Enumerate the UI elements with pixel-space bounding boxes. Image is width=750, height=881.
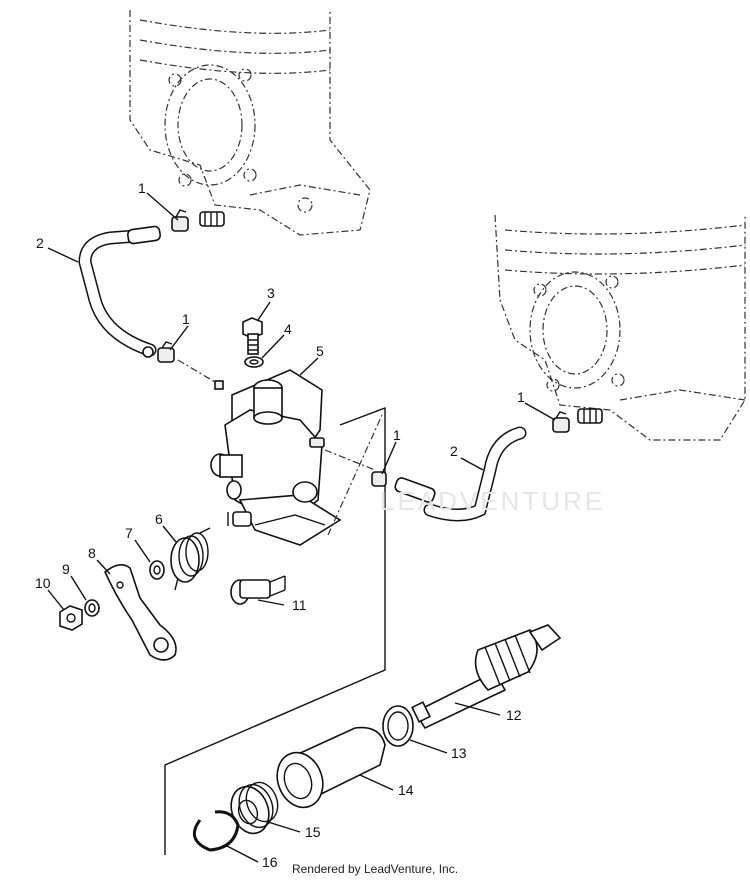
assembly-bracket [164,406,386,855]
washer-top-hole [249,359,259,365]
engine-cylinder-left [129,10,371,236]
drive-gear-shaft [411,624,562,730]
hose-fitting-top-left [199,211,225,227]
label-part-1: 1 [517,389,525,405]
hose-clamp-mid-left [157,341,175,363]
label-part-1: 1 [138,180,146,196]
hose-clamp-right-mid [371,471,387,487]
return-spring [170,527,211,591]
hose-end [142,346,154,358]
hose-right [394,426,527,522]
watermark: LEADVENTURE [380,486,605,516]
label-part-14: 14 [398,782,414,798]
hose-clamp-right-top [552,411,570,433]
pump-lever [104,564,177,661]
label-part-10: 10 [35,575,51,591]
hex-nut [59,605,83,631]
label-part-13: 13 [451,745,467,761]
label-part-2: 2 [36,235,44,251]
oil-pump-body [210,369,342,546]
label-part-8: 8 [88,545,96,561]
lock-washer [84,599,100,617]
label-part-1: 1 [182,311,190,327]
engine-cylinder-right [494,214,746,441]
footer-credit: Rendered by LeadVenture, Inc. [291,862,459,876]
leader-lines [47,192,556,863]
assembly-line-diagonal [327,414,383,536]
label-part-4: 4 [284,321,292,337]
label-part-15: 15 [305,824,321,840]
label-part-3: 3 [267,285,275,301]
label-part-1: 1 [393,427,401,443]
label-part-16: 16 [262,854,278,870]
snap-ring [192,810,240,852]
pump-nipple [214,380,224,390]
label-part-12: 12 [506,707,522,723]
washer-lever-hole [153,565,161,575]
label-part-7: 7 [125,525,133,541]
oil-seal [230,781,279,835]
callout-labels: 1 2 1 3 4 5 1 2 1 6 7 8 9 10 11 12 13 14… [35,180,525,870]
hose-clamp-top-left [171,209,189,232]
assembly-line-right [324,449,376,471]
assembly-line [177,359,221,386]
hose-fitting-right [577,408,603,424]
hose-left [78,225,161,357]
label-part-9: 9 [62,561,70,577]
washer-lever [149,560,165,580]
label-part-6: 6 [155,511,163,527]
bushing-sleeve [276,726,386,809]
o-ring-shaft [382,705,414,747]
label-part-2: 2 [450,443,458,459]
label-part-11: 11 [292,597,307,613]
banjo-bolt [230,575,286,605]
washer-top [244,356,264,368]
bolt-top [242,317,263,355]
label-part-5: 5 [316,343,324,359]
